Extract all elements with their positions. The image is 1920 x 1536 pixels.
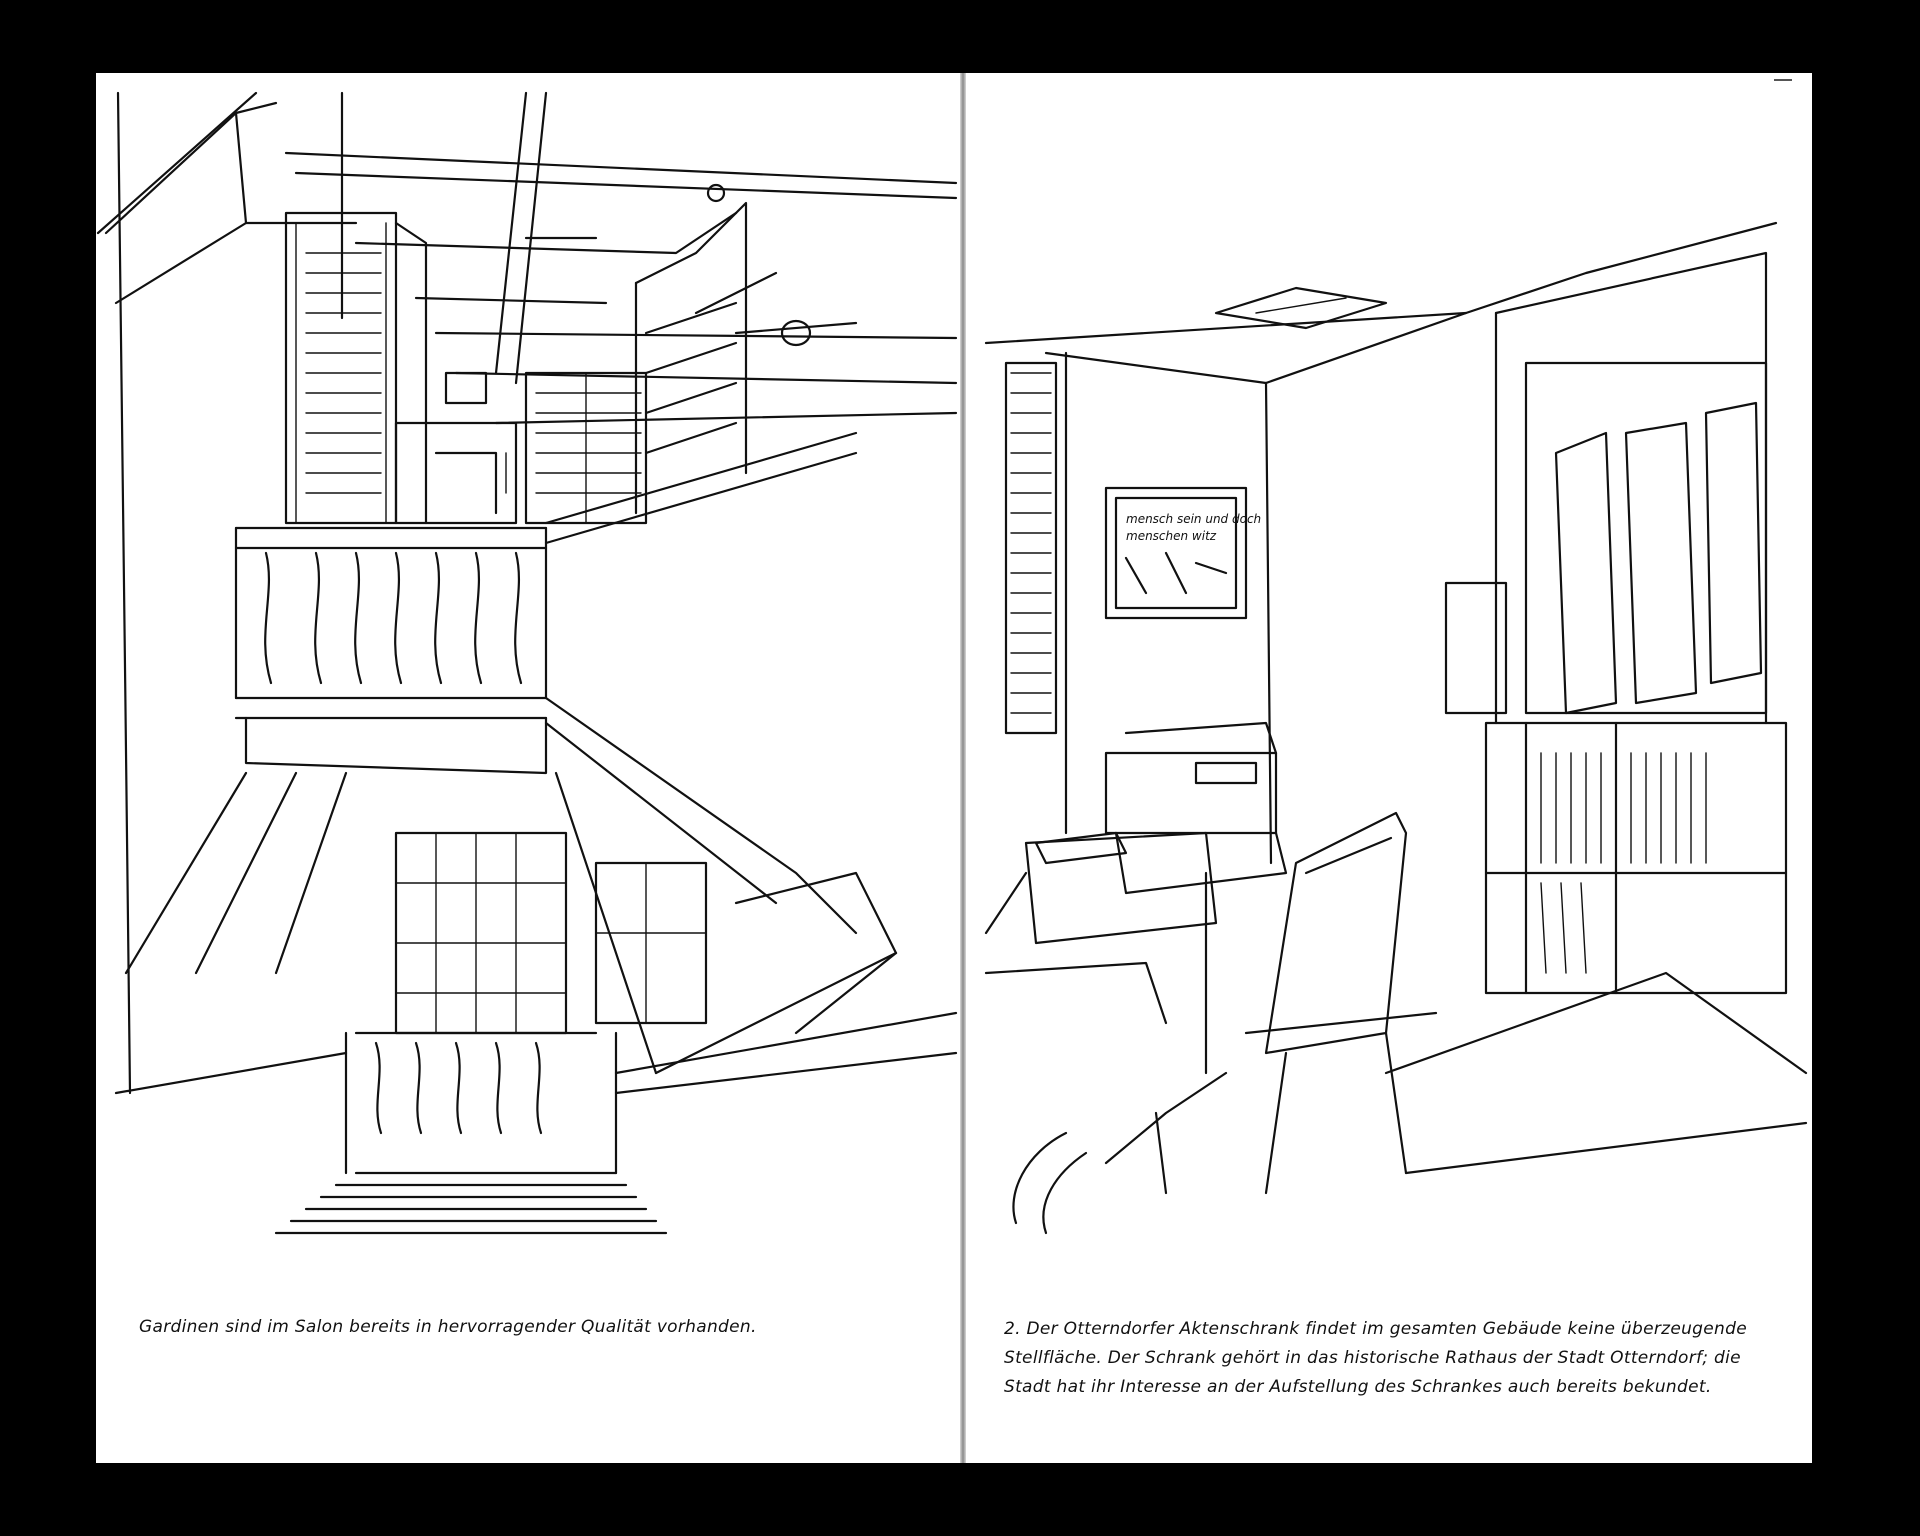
poster-line-1: mensch sein und doch bbox=[1126, 512, 1261, 526]
ceiling-diagonal bbox=[96, 91, 258, 235]
right-page-caption: 2. Der Otterndorfer Aktenschrank findet … bbox=[1004, 1319, 1747, 1397]
page-corner-mark bbox=[1774, 73, 1792, 81]
staircase-sketch bbox=[96, 91, 958, 1235]
left-page-caption: Gardinen sind im Salon bereits in hervor… bbox=[139, 1317, 757, 1337]
office-chair bbox=[1264, 811, 1408, 1055]
left-page: Gardinen sind im Salon bereits in hervor… bbox=[96, 73, 960, 1463]
book-gutter bbox=[960, 73, 966, 1463]
left-wall-line bbox=[116, 91, 132, 1095]
right-page: mensch sein und doch menschen witz bbox=[966, 73, 1812, 1463]
poster-line-2: menschen witz bbox=[1126, 529, 1217, 543]
office-sketch: mensch sein und doch menschen witz bbox=[984, 221, 1808, 1235]
